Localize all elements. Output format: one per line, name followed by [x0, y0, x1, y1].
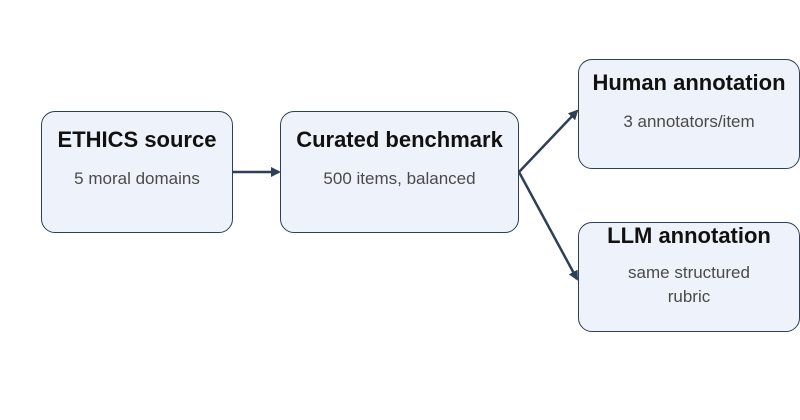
node-title: ETHICS source [57, 127, 217, 152]
node-llm-annotation: LLM annotation same structured rubric [578, 222, 800, 332]
node-curated-benchmark: Curated benchmark 500 items, balanced [280, 111, 519, 233]
node-title: Human annotation [592, 70, 786, 95]
arrow-bench-to-human [518, 109, 579, 173]
node-subtitle: 3 annotators/item [623, 112, 755, 131]
node-title: LLM annotation [607, 223, 771, 248]
node-human-annotation: Human annotation 3 annotators/item [578, 59, 800, 169]
node-title: Curated benchmark [296, 127, 503, 152]
node-ethics-source: ETHICS source 5 moral domains [41, 111, 233, 233]
node-subtitle: 5 moral domains [74, 169, 200, 188]
node-subtitle: 500 items, balanced [323, 169, 476, 188]
node-subtitle: same structured rubric [628, 263, 750, 306]
arrow-bench-to-llm [517, 171, 579, 281]
